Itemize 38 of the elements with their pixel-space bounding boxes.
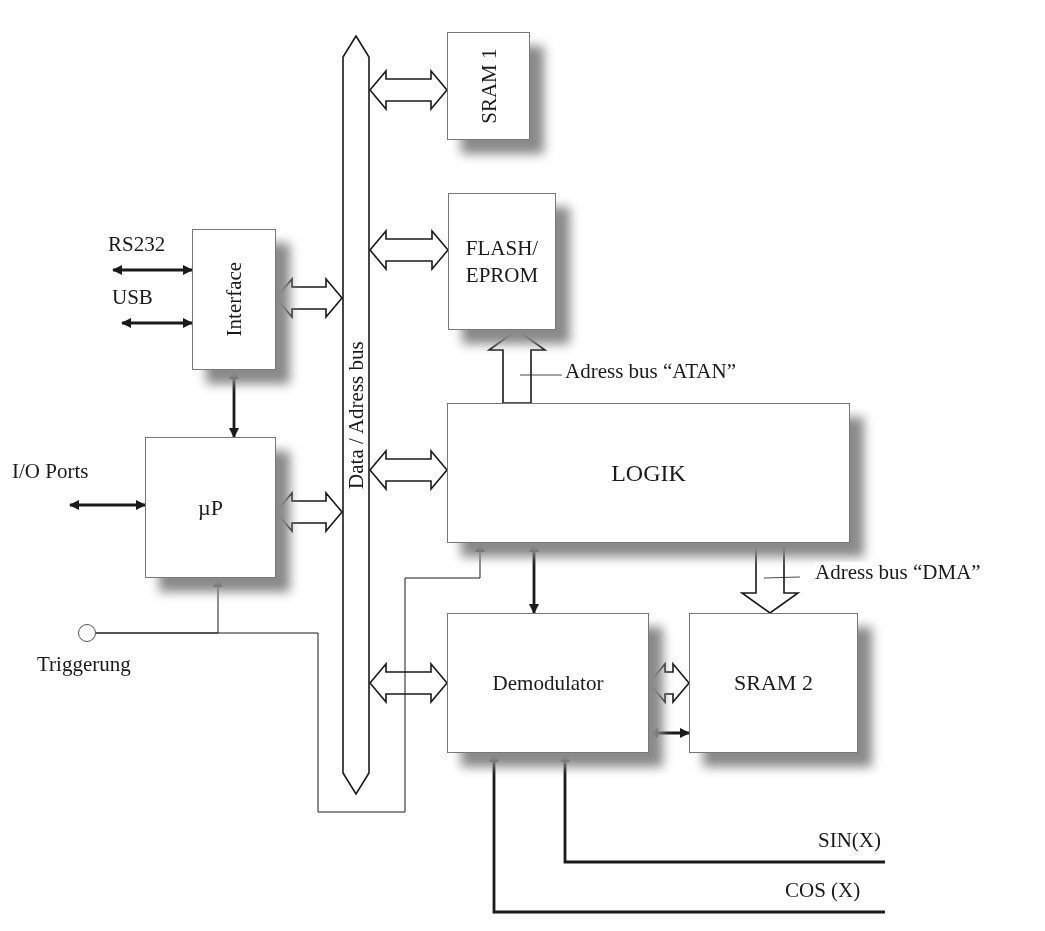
edge-label: SIN(X) (818, 830, 881, 851)
node-label: Interface (220, 262, 247, 337)
node-label: SRAM 2 (734, 669, 813, 697)
node-label: Demodulator (492, 669, 604, 697)
bus-arrow (274, 276, 344, 320)
memory-box (447, 32, 530, 140)
bus-arrow (368, 661, 449, 705)
processor-box (145, 437, 276, 578)
data-bus-band (342, 35, 370, 795)
bus-arrow (647, 661, 691, 705)
node-label: LOGIK (611, 459, 686, 488)
arrow (560, 752, 885, 864)
arrow (648, 728, 690, 738)
node-label: FLASH/ EPROM (464, 235, 540, 288)
bus-arrow (368, 448, 449, 492)
node-label: µP (198, 493, 223, 522)
memory-box (689, 613, 858, 753)
arrow (69, 500, 146, 510)
node-label: SRAM 1 (475, 48, 502, 124)
edge-label: COS (X) (785, 880, 861, 901)
bus-arrow (368, 68, 449, 112)
interface-box (192, 229, 276, 370)
bus-arrow (274, 490, 344, 534)
arrow (121, 318, 193, 328)
logic-box (447, 403, 850, 543)
bus-arrow (368, 228, 450, 272)
demodulator-box (447, 613, 649, 753)
arrow (229, 369, 239, 438)
bus-arrow (739, 542, 801, 614)
bus-arrow (486, 329, 548, 404)
signal-line (95, 542, 485, 813)
arrow (112, 265, 193, 275)
memory-box (448, 193, 556, 330)
terminal-label: Triggerung (37, 651, 131, 678)
arrow (529, 542, 539, 614)
circle-terminal (78, 624, 96, 642)
arrow (489, 752, 885, 914)
node-label: Data / Adress bus (342, 341, 369, 489)
